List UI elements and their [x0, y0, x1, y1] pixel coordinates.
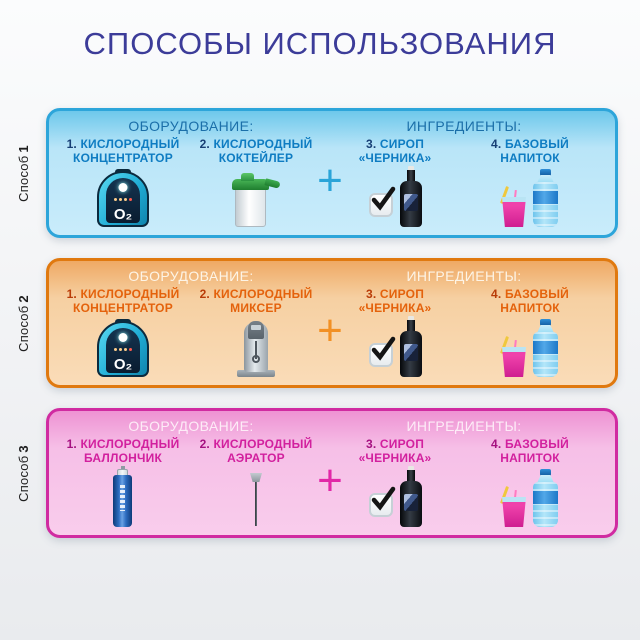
item-blueberry-syrup: 3. СИРОП «ЧЕРНИКА»	[345, 287, 445, 382]
item-base-drink: 4. БАЗОВЫЙ НАПИТОК	[445, 287, 615, 382]
equipment-header: ОБОРУДОВАНИЕ:	[128, 118, 254, 134]
item-oxygen-concentrator: 1. КИСЛОРОДНЫЙ КОНЦЕНТРАТОР O₂	[49, 137, 197, 232]
item-label: 2. КИСЛОРОДНЫЙ МИКСЕР	[199, 287, 313, 316]
side-label-word: Способ	[15, 455, 31, 502]
items-row: 1. КИСЛОРОДНЫЙ КОНЦЕНТРАТОР O₂ 2. КИСЛОР…	[49, 137, 615, 232]
plus-separator: +	[315, 137, 345, 232]
o2-label: O₂	[113, 206, 133, 223]
drink-glass-icon	[500, 486, 526, 527]
oxygen-concentrator-icon: O₂	[97, 319, 149, 377]
item-label: 1. КИСЛОРОДНЫЙ БАЛЛОНЧИК	[66, 437, 180, 466]
checked-checkbox-icon	[368, 336, 395, 367]
item-label: 1. КИСЛОРОДНЫЙ КОНЦЕНТРАТОР	[66, 137, 180, 166]
oxygen-concentrator-icon: O₂	[97, 169, 149, 227]
plus-sign: +	[317, 156, 343, 205]
water-bottle-icon	[533, 169, 558, 227]
syrup-bottle-icon	[399, 466, 422, 527]
items-row: 1. КИСЛОРОДНЫЙ КОНЦЕНТРАТОР O₂ 2. КИСЛОР…	[49, 287, 615, 382]
ingredients-header: ИНГРЕДИЕНТЫ:	[406, 418, 522, 434]
plus-separator: +	[315, 437, 345, 532]
item-blueberry-syrup: 3. СИРОП «ЧЕРНИКА»	[345, 437, 445, 532]
item-label: 3. СИРОП «ЧЕРНИКА»	[358, 137, 432, 166]
syrup-bottle-icon	[399, 166, 422, 227]
item-base-drink: 4. БАЗОВЫЙ НАПИТОК	[445, 437, 615, 532]
item-label: 4. БАЗОВЫЙ НАПИТОК	[491, 437, 569, 466]
panel-method-2: ОБОРУДОВАНИЕ: ИНГРЕДИЕНТЫ: 1. КИСЛОРОДНЫ…	[46, 258, 618, 388]
item-oxygen-cocktailer: 2. КИСЛОРОДНЫЙ КОКТЕЙЛЕР	[197, 137, 315, 232]
oxygen-spray-can-icon	[113, 466, 133, 527]
side-label-number: 3	[15, 444, 31, 453]
plus-sign: +	[317, 456, 343, 505]
item-label: 2. КИСЛОРОДНЫЙ КОКТЕЙЛЕР	[199, 137, 313, 166]
item-blueberry-syrup: 3. СИРОП «ЧЕРНИКА»	[345, 137, 445, 232]
drink-glass-icon	[500, 186, 526, 227]
item-label: 4. БАЗОВЫЙ НАПИТОК	[491, 287, 569, 316]
item-oxygen-mixer: 2. КИСЛОРОДНЫЙ МИКСЕР	[197, 287, 315, 382]
panel-method-3: ОБОРУДОВАНИЕ: ИНГРЕДИЕНТЫ: 1. КИСЛОРОДНЫ…	[46, 408, 618, 538]
item-label: 1. КИСЛОРОДНЫЙ КОНЦЕНТРАТОР	[66, 287, 180, 316]
checked-checkbox-icon	[368, 486, 395, 517]
o2-label: O₂	[113, 356, 133, 373]
side-label-number: 2	[15, 294, 31, 303]
items-row: 1. КИСЛОРОДНЫЙ БАЛЛОНЧИК 2. КИСЛОРОДНЫЙ …	[49, 437, 615, 532]
item-oxygen-aerator: 2. КИСЛОРОДНЫЙ АЭРАТОР	[197, 437, 315, 532]
water-bottle-icon	[533, 319, 558, 377]
item-label: 2. КИСЛОРОДНЫЙ АЭРАТОР	[199, 437, 313, 466]
drink-glass-icon	[500, 336, 526, 377]
side-label-method-3: Способ 3	[8, 408, 38, 538]
panel-method-1: ОБОРУДОВАНИЕ: ИНГРЕДИЕНТЫ: 1. КИСЛОРОДНЫ…	[46, 108, 618, 238]
item-oxygen-spray-can: 1. КИСЛОРОДНЫЙ БАЛЛОНЧИК	[49, 437, 197, 532]
equipment-header: ОБОРУДОВАНИЕ:	[128, 268, 254, 284]
item-oxygen-concentrator: 1. КИСЛОРОДНЫЙ КОНЦЕНТРАТОР O₂	[49, 287, 197, 382]
item-base-drink: 4. БАЗОВЫЙ НАПИТОК	[445, 137, 615, 232]
side-label-method-1: Способ 1	[8, 108, 38, 238]
item-label: 3. СИРОП «ЧЕРНИКА»	[358, 287, 432, 316]
item-label: 4. БАЗОВЫЙ НАПИТОК	[491, 137, 569, 166]
syrup-bottle-icon	[399, 316, 422, 377]
water-bottle-icon	[533, 469, 558, 527]
side-label-word: Способ	[15, 155, 31, 202]
item-label: 3. СИРОП «ЧЕРНИКА»	[358, 437, 432, 466]
ingredients-header: ИНГРЕДИЕНТЫ:	[406, 118, 522, 134]
plus-separator: +	[315, 287, 345, 382]
side-label-method-2: Способ 2	[8, 258, 38, 388]
ingredients-header: ИНГРЕДИЕНТЫ:	[406, 268, 522, 284]
side-label-number: 1	[15, 144, 31, 153]
plus-sign: +	[317, 306, 343, 355]
oxygen-aerator-icon	[248, 473, 264, 527]
oxygen-mixer-icon	[234, 319, 278, 377]
equipment-header: ОБОРУДОВАНИЕ:	[128, 418, 254, 434]
checked-checkbox-icon	[368, 186, 395, 217]
page-title: СПОСОБЫ ИСПОЛЬЗОВАНИЯ	[83, 26, 557, 61]
oxygen-cocktailer-icon	[232, 173, 281, 227]
side-label-word: Способ	[15, 305, 31, 352]
